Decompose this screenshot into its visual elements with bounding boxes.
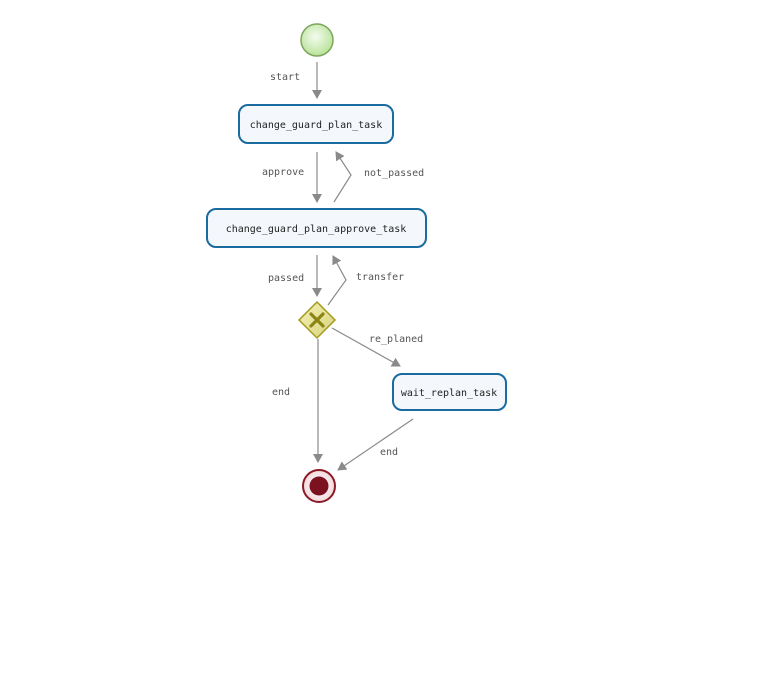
edge-re-planed[interactable]: re_planed [331,327,423,367]
exclusive-gateway[interactable] [297,300,337,340]
start-event[interactable] [300,23,334,57]
end-event[interactable] [302,469,336,503]
edge-approve[interactable]: approve [262,152,322,203]
edge-passed[interactable]: passed [268,255,322,297]
end-event-inner-icon [309,476,329,496]
start-event-icon [300,23,334,57]
task-change-guard-plan-approve[interactable]: change_guard_plan_approve_task [206,208,427,248]
task-change-guard-plan[interactable]: change_guard_plan_task [238,104,394,144]
edge-start[interactable]: start [270,62,322,99]
edge-transfer[interactable]: transfer [327,255,404,306]
task-label-change-guard-plan-approve: change_guard_plan_approve_task [226,224,407,235]
edge-label-re-planed: re_planed [369,334,423,345]
edge-label-transfer: transfer [356,272,404,283]
task-wait-replan[interactable]: wait_replan_task [392,373,507,411]
edge-label-start: start [270,72,300,83]
edge-end-from-replan[interactable]: end [337,418,414,471]
edge-label-not-passed: not_passed [364,168,424,179]
gateway-x-icon [309,312,325,328]
edge-label-end-replan: end [380,447,398,458]
edge-label-passed: passed [268,273,304,284]
edge-end-from-gateway[interactable]: end [272,339,323,463]
edge-label-approve: approve [262,167,304,178]
edge-not-passed[interactable]: not_passed [333,151,424,203]
task-label-change-guard-plan: change_guard_plan_task [250,120,382,131]
edge-label-end-gateway: end [272,387,290,398]
task-label-wait-replan: wait_replan_task [401,388,497,399]
